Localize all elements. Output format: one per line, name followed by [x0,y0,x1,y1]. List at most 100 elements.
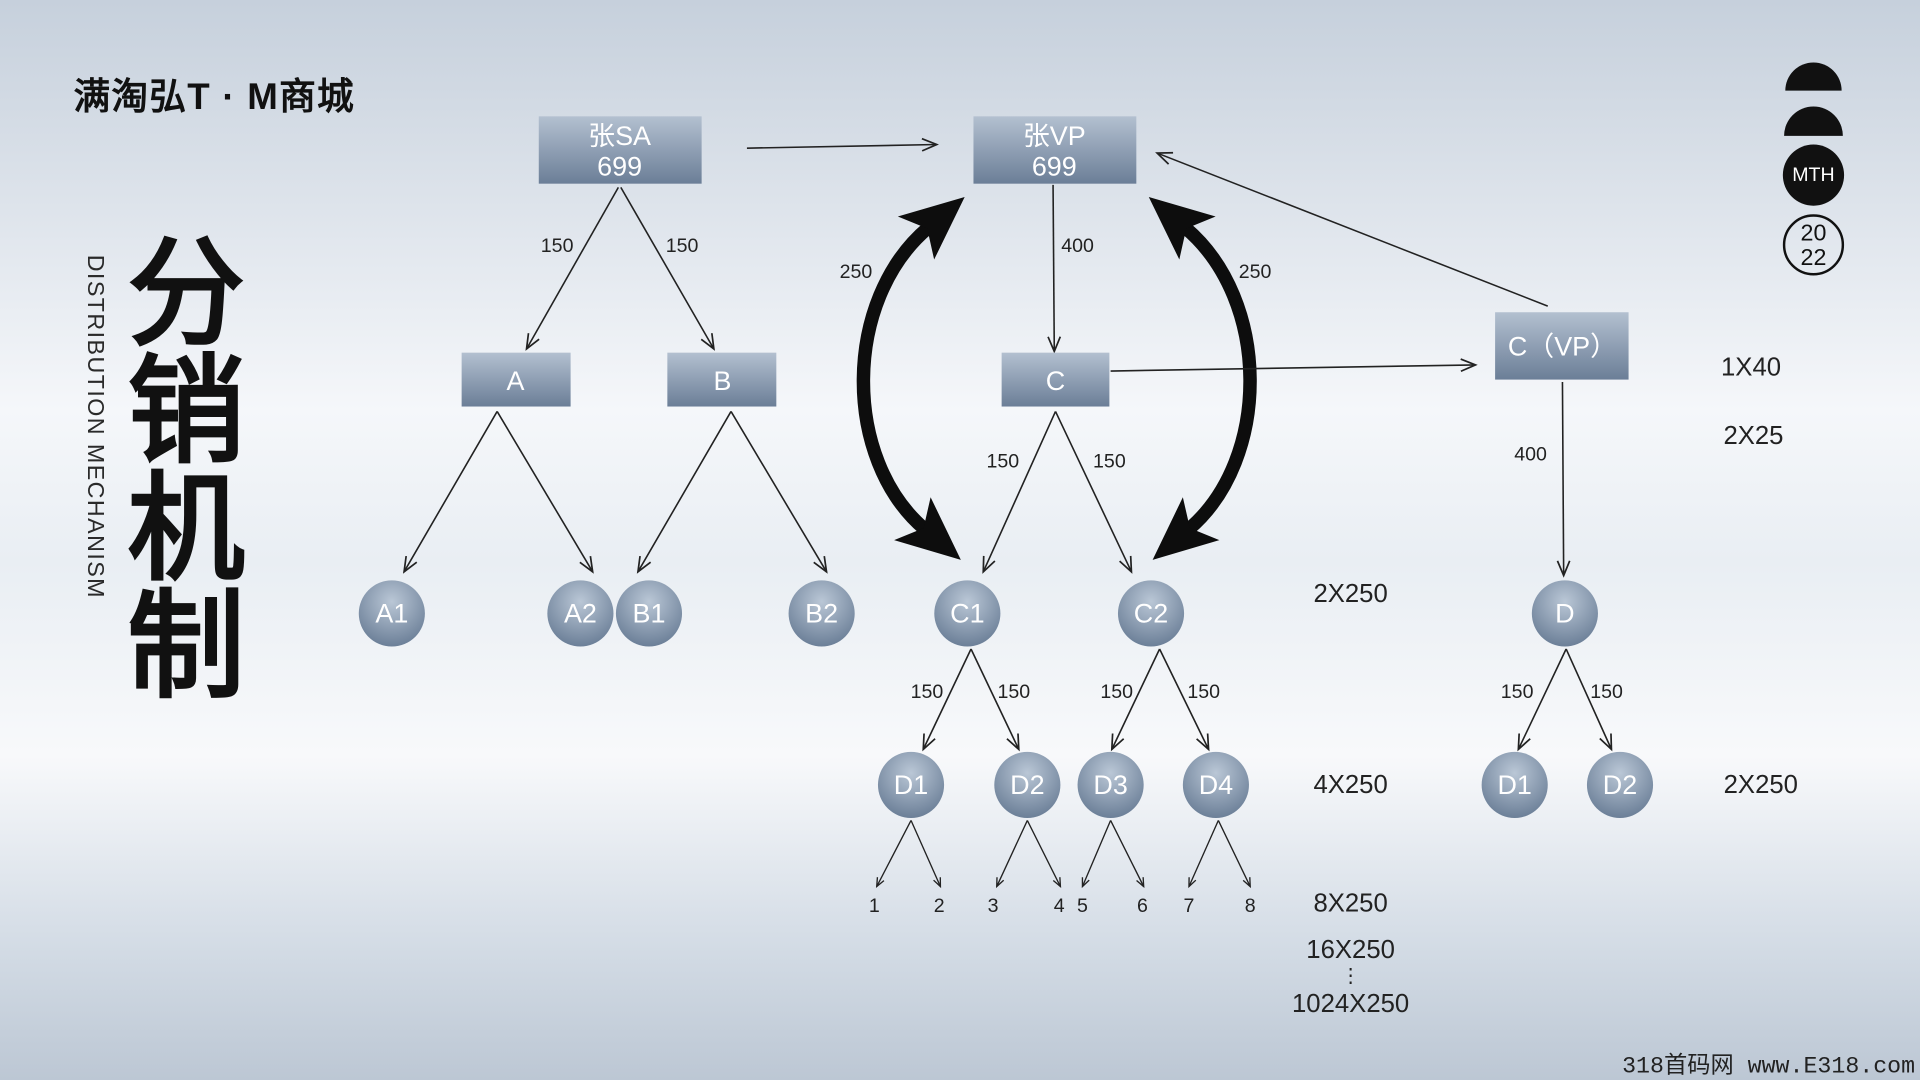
node-name: 张SA [588,121,651,151]
arrow-b-to-b2 [730,411,828,574]
level-label-cvp-row1: 1X40 [1721,353,1781,381]
node-box [1001,352,1110,407]
node-box [667,352,777,407]
node-name: B [713,366,731,396]
level-label-c-row4: 16X250 [1306,936,1395,964]
node-name: D1 [894,770,928,800]
level-label-cvp-row2: 2X25 [1723,422,1783,450]
node-name: D2 [1603,770,1637,800]
node-b: B [667,352,777,407]
dome-icon [1784,106,1843,136]
arrow-c-to-c2 [1054,411,1133,574]
arrow-d4-to-leaf-8 [1217,820,1251,889]
vertical-subtitle: DISTRIBUTION MECHANISM [83,255,109,598]
arrow-d2-to-leaf-4 [1026,820,1062,889]
node-value: 699 [1032,152,1077,182]
arrow-c1-to-d1 [922,648,972,752]
edge-label-sa-a: 150 [541,235,574,257]
level-label-c-row-last: 1024X250 [1292,990,1409,1018]
loop-arrow-vp-c1 [856,196,965,560]
edge-labels: 150 150 400 250 250 150 150 400 150 150 … [541,235,1623,703]
arrow-sa-to-vp [746,137,939,152]
node-a2: A2 [547,580,614,647]
page-title: 分 销 机 制 [127,225,245,715]
node-box [973,116,1137,184]
level-label-c-row1: 2X250 [1313,580,1387,608]
node-c2-d3: D3 [1077,751,1144,818]
arrow-cvp-to-vp [1155,151,1549,307]
node-box [538,116,702,184]
node-name: D4 [1199,770,1233,800]
node-c1-d1: D1 [877,751,945,818]
arrow-vp-to-c [1047,184,1062,354]
leaf-number: 4 [1054,895,1065,917]
node-circle [1077,751,1144,818]
node-name: D1 [1497,770,1531,800]
page-title-char: 制 [127,578,245,715]
arrow-sa-to-a [525,186,620,351]
node-d-d1: D1 [1481,751,1548,818]
arrow-a-to-a1 [402,411,498,574]
year-badge [1782,214,1845,276]
watermark: 318首码网 www.E318.com [1622,1053,1915,1080]
node-name: D2 [1010,770,1044,800]
arrow-a-to-a2 [496,411,594,574]
node-c2-d4: D4 [1182,751,1249,818]
node-a1: A1 [358,580,425,647]
node-name: D3 [1093,770,1127,800]
edge-label-c2-d3: 150 [1100,681,1133,703]
node-name: A1 [375,598,408,628]
edge-label-c2-d4: 150 [1187,681,1220,703]
arrow-d1-to-leaf-2 [910,820,942,889]
level-label-c-row3: 8X250 [1313,890,1387,918]
arrow-b-to-b1 [636,411,732,574]
level-label-ellipsis: ⋮ [1341,965,1361,987]
node-c: C [1001,352,1110,407]
edge-label-c-c2: 150 [1093,451,1126,473]
node-zhang-vp: 张VP 699 [973,116,1137,184]
arrow-c-to-c1 [982,411,1057,574]
node-name: C [1046,366,1065,396]
node-circle [877,751,945,818]
leaf-number: 6 [1137,895,1148,917]
leaf-number: 3 [988,895,999,917]
edge-label-vp-c: 400 [1061,235,1094,257]
arrow-d-to-d2 [1565,648,1613,752]
leaf-numbers: 1 2 3 4 5 6 7 8 [869,895,1256,917]
arrow-c2-to-d3 [1110,648,1161,752]
mth-badge-label: MTH [1792,164,1834,186]
page-title-char: 机 [127,460,245,597]
brand-title: 满淘弘T · M商城 [73,76,355,117]
node-value: 699 [597,152,642,182]
edge-label-d-d2: 150 [1590,681,1623,703]
node-name: D [1555,598,1574,628]
node-circle [788,580,855,647]
node-circle [994,751,1061,818]
edge-label-vp-c2-loop: 250 [1239,261,1272,283]
node-circle [1117,580,1185,647]
arrow-d2-to-leaf-3 [996,820,1028,889]
logo: MTH 20 22 [1782,62,1845,276]
node-name: 张VP [1023,121,1086,151]
node-circle [1481,751,1548,818]
node-name: C1 [950,598,984,628]
mth-badge [1782,144,1845,206]
arrow-c1-to-d2 [970,648,1020,752]
edge-label-sa-b: 150 [666,235,699,257]
edge-label-vp-c1-loop: 250 [840,261,873,283]
edge-label-c1-d1: 150 [911,681,944,703]
node-c-vp: C（VP） [1495,312,1629,380]
node-box [1495,312,1629,380]
leaf-number: 2 [934,895,945,917]
arrow-d3-to-leaf-5 [1081,820,1112,889]
arrow-d4-to-leaf-7 [1188,820,1219,889]
node-c1: C1 [934,580,1001,647]
arrow-sa-to-b [620,186,715,351]
node-name: A [507,366,525,396]
arrow-c2-to-d4 [1158,648,1210,752]
node-name: A2 [564,598,597,628]
dome-icon [1785,62,1842,91]
node-box [461,352,571,407]
